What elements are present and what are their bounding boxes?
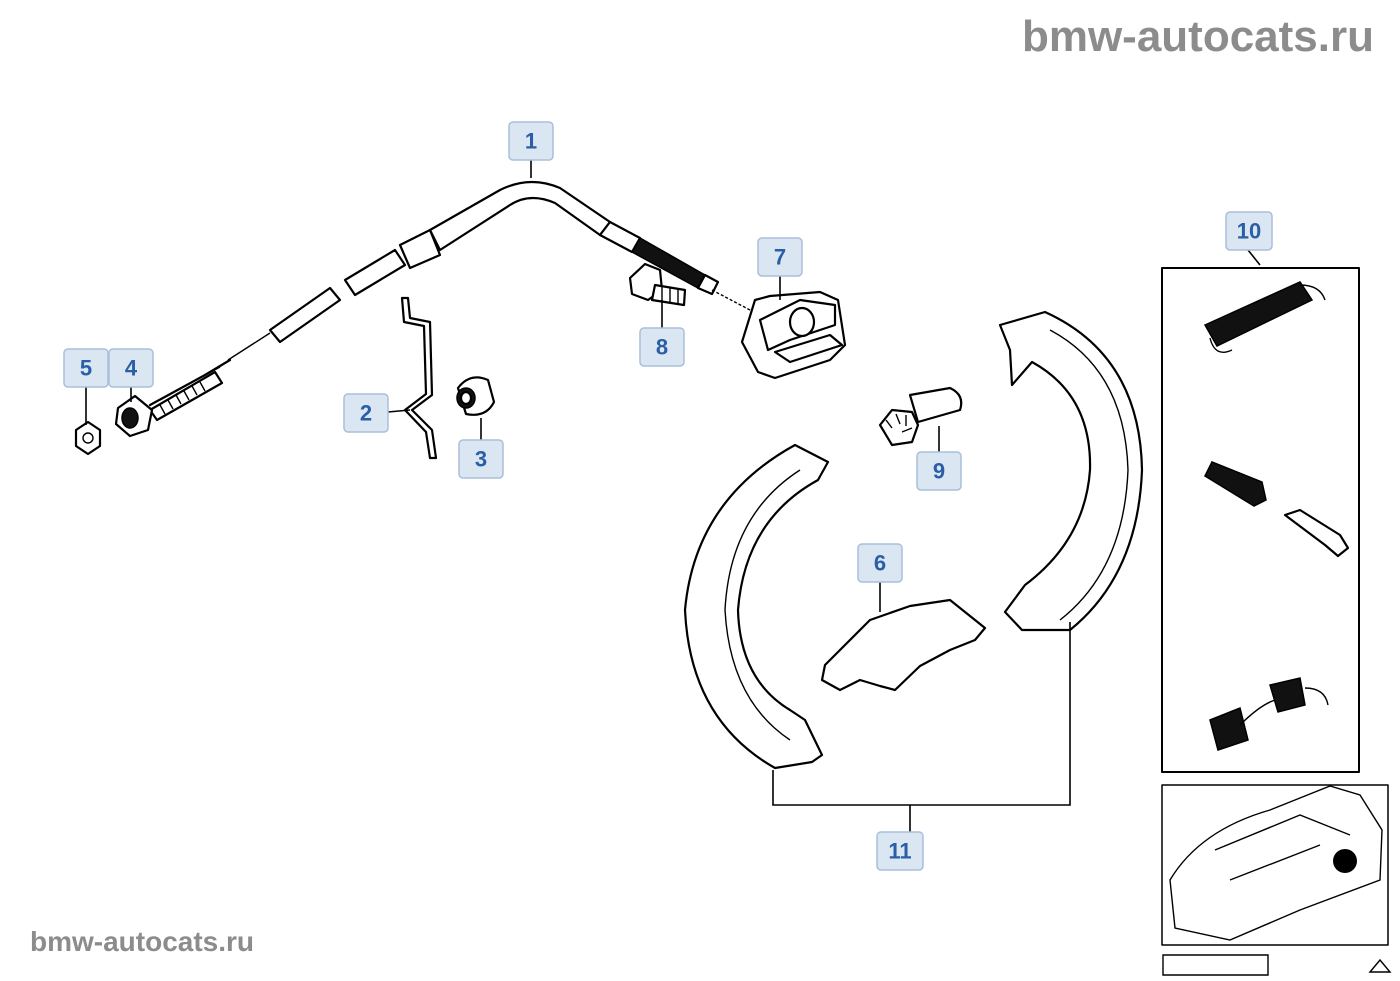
svg-text:1: 1 [525,129,537,154]
brake-cable[interactable] [148,180,751,422]
svg-text:2: 2 [360,401,372,426]
leader-11 [772,622,1071,832]
rear-wheel-marker-icon [1333,849,1357,873]
callout-4[interactable]: 4 [108,348,154,388]
callout-8[interactable]: 8 [639,327,685,367]
callout-2[interactable]: 2 [343,393,389,433]
vehicle-thumbnail [1161,784,1392,976]
collapse-triangle-icon [1368,958,1392,973]
svg-text:10: 10 [1237,219,1261,244]
cable-bracket[interactable] [740,290,847,380]
callout-7[interactable]: 7 [757,237,803,277]
watermark-top: bmw-autocats.ru [1021,12,1374,61]
svg-text:6: 6 [874,551,886,576]
svg-text:5: 5 [80,356,92,381]
brake-shoe-right[interactable] [998,310,1144,632]
grommet[interactable] [456,376,496,416]
svg-text:9: 9 [933,459,945,484]
svg-text:4: 4 [125,356,138,381]
svg-text:3: 3 [475,447,487,472]
leader-10 [1247,249,1261,266]
callout-9[interactable]: 9 [916,451,962,491]
callout-10[interactable]: 10 [1225,211,1273,251]
callout-5[interactable]: 5 [63,348,109,388]
brake-shoe-left[interactable] [683,443,830,770]
brake-lever[interactable] [820,598,987,692]
cable-thread-left [148,370,224,422]
callout-6[interactable]: 6 [857,543,903,583]
spring-kit[interactable] [1161,267,1360,773]
retaining-clip[interactable] [400,296,438,460]
adjusting-nut[interactable] [114,394,154,438]
hex-nut[interactable] [74,420,102,456]
leader-2 [387,409,411,413]
callout-11[interactable]: 11 [876,831,924,871]
svg-text:8: 8 [656,335,668,360]
watermark-bottom: bmw-autocats.ru [30,926,255,957]
callout-1[interactable]: 1 [508,121,554,161]
brake-adjuster[interactable] [878,386,963,447]
callout-3[interactable]: 3 [458,439,504,479]
svg-text:7: 7 [774,245,786,270]
bracket-bolt[interactable] [628,262,687,307]
svg-text:11: 11 [888,839,911,864]
